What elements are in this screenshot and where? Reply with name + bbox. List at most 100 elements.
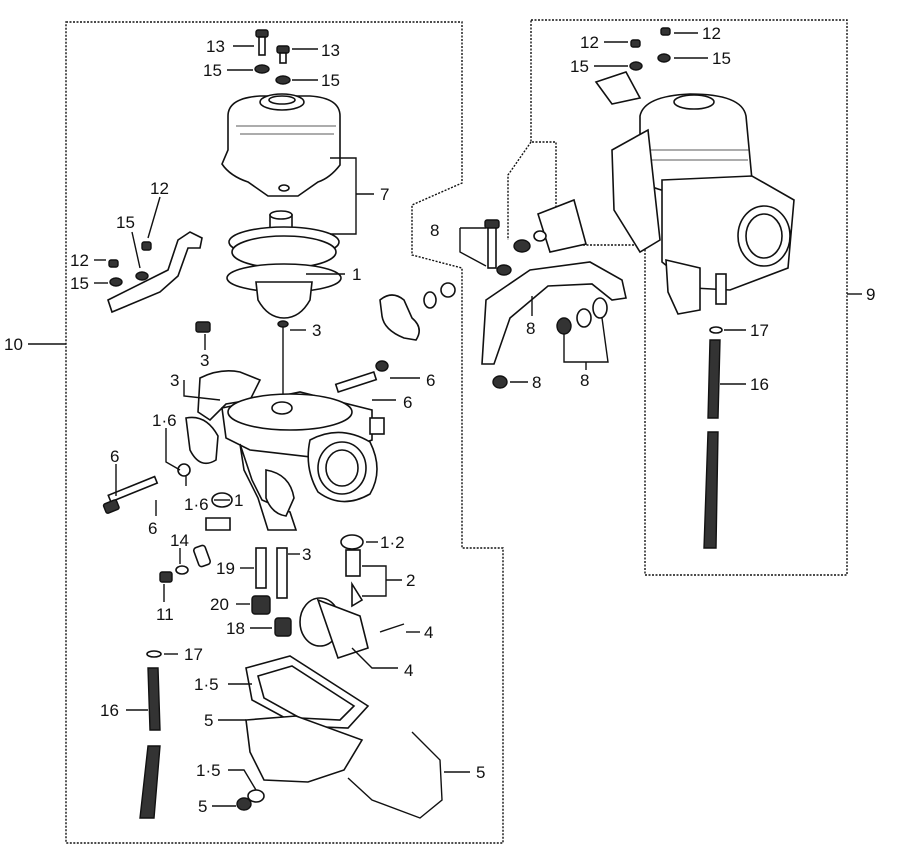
carburetor-top-cap <box>221 93 341 197</box>
svg-text:12: 12 <box>702 24 721 43</box>
svg-text:1·5: 1·5 <box>194 675 219 694</box>
vacuum-piston-diaphragm <box>226 210 342 400</box>
callout-15b: 15 <box>292 71 340 90</box>
callout-18: 18 <box>226 619 272 638</box>
callout-6d: 6 <box>148 500 157 538</box>
callout-12-right-a: 12 <box>580 33 628 52</box>
svg-text:17: 17 <box>184 645 203 664</box>
callout-15-right-a: 15 <box>570 57 628 76</box>
group-9-connector <box>507 141 532 240</box>
callout-5c: 5 <box>444 763 485 782</box>
callout-14: 14 <box>170 531 189 564</box>
callout-15a: 15 <box>203 61 253 80</box>
svg-text:1·6: 1·6 <box>184 495 209 514</box>
svg-text:16: 16 <box>750 375 769 394</box>
svg-text:5: 5 <box>204 711 213 730</box>
svg-text:8: 8 <box>526 319 535 338</box>
callout-7: 7 <box>330 157 389 235</box>
svg-text:12: 12 <box>580 33 599 52</box>
group-10-boundary <box>65 21 504 844</box>
svg-text:4: 4 <box>424 623 433 642</box>
drain-tube-left <box>139 650 162 819</box>
svg-text:1: 1 <box>234 491 243 510</box>
svg-text:15: 15 <box>321 71 340 90</box>
callout-4b: 4 <box>351 647 413 680</box>
callout-12b: 12 <box>70 251 106 270</box>
svg-text:16: 16 <box>100 701 119 720</box>
float-bowl <box>236 655 443 819</box>
svg-text:11: 11 <box>156 605 174 624</box>
group-9-boundary <box>530 19 848 576</box>
callout-20: 20 <box>210 595 250 614</box>
callout-19: 19 <box>216 559 254 578</box>
svg-text:3: 3 <box>312 321 321 340</box>
callout-12-right-b: 12 <box>674 24 721 43</box>
callout-16a: 16 <box>100 701 148 720</box>
svg-text:7: 7 <box>380 185 389 204</box>
callout-1-5a: 1·5 <box>194 675 252 694</box>
svg-text:8: 8 <box>430 221 439 240</box>
svg-text:15: 15 <box>116 213 135 232</box>
svg-text:5: 5 <box>198 797 207 816</box>
svg-text:13: 13 <box>321 41 340 60</box>
svg-text:2: 2 <box>406 571 415 590</box>
svg-text:1·5: 1·5 <box>196 761 221 780</box>
callout-13a: 13 <box>206 37 254 56</box>
drain-tube-right <box>703 326 723 549</box>
callout-3c: 3 <box>170 371 221 401</box>
callout-3b: 3 <box>200 334 209 370</box>
callout-8c: 8 <box>510 373 541 392</box>
callout-1-6a: 1·6 <box>152 411 181 471</box>
svg-text:20: 20 <box>210 595 229 614</box>
svg-text:17: 17 <box>750 321 769 340</box>
callout-12a: 12 <box>147 179 169 239</box>
carburetor-body <box>185 370 385 531</box>
callout-10: 10 <box>4 335 66 354</box>
callout-2: 2 <box>362 565 415 597</box>
svg-text:8: 8 <box>580 371 589 390</box>
svg-text:12: 12 <box>70 251 89 270</box>
svg-text:4: 4 <box>404 661 413 680</box>
svg-text:1: 1 <box>352 265 361 284</box>
callout-1-5b: 1·5 <box>196 761 257 791</box>
callout-13b: 13 <box>292 41 340 60</box>
callout-1a: 1 <box>306 265 361 284</box>
throttle-cable-bracket <box>107 231 203 314</box>
callout-6b: 6 <box>372 393 412 412</box>
jets-and-needle <box>159 534 364 637</box>
svg-text:18: 18 <box>226 619 245 638</box>
callout-6c: 6 <box>110 447 119 496</box>
svg-text:13: 13 <box>206 37 225 56</box>
svg-text:15: 15 <box>70 274 89 293</box>
callout-11: 11 <box>156 584 174 624</box>
callout-5b: 5 <box>198 797 236 816</box>
top-cap-screws <box>254 29 291 85</box>
callout-15d: 15 <box>70 274 108 293</box>
svg-text:15: 15 <box>570 57 589 76</box>
svg-text:19: 19 <box>216 559 235 578</box>
callout-15c: 15 <box>116 213 141 269</box>
float <box>299 597 405 660</box>
callout-17a: 17 <box>164 645 203 664</box>
callout-3d: 3 <box>288 545 311 564</box>
svg-text:14: 14 <box>170 531 189 550</box>
callout-8a: 8 <box>430 221 487 267</box>
svg-text:6: 6 <box>403 393 412 412</box>
svg-text:1·2: 1·2 <box>380 533 405 552</box>
svg-text:6: 6 <box>426 371 435 390</box>
callout-8b: 8 <box>526 296 535 338</box>
callout-1-6b: 1·6 <box>184 476 209 514</box>
svg-text:15: 15 <box>712 49 731 68</box>
callout-4a: 4 <box>406 623 433 642</box>
callout-3a: 3 <box>290 321 321 340</box>
assembled-carburetor <box>594 27 795 315</box>
svg-text:5: 5 <box>476 763 485 782</box>
callout-5a: 5 <box>204 711 246 730</box>
callout-17-right: 17 <box>724 321 769 340</box>
svg-text:6: 6 <box>110 447 119 466</box>
callout-8d: 8 <box>563 317 609 390</box>
svg-text:10: 10 <box>4 335 23 354</box>
svg-text:9: 9 <box>866 285 875 304</box>
svg-text:3: 3 <box>170 371 179 390</box>
